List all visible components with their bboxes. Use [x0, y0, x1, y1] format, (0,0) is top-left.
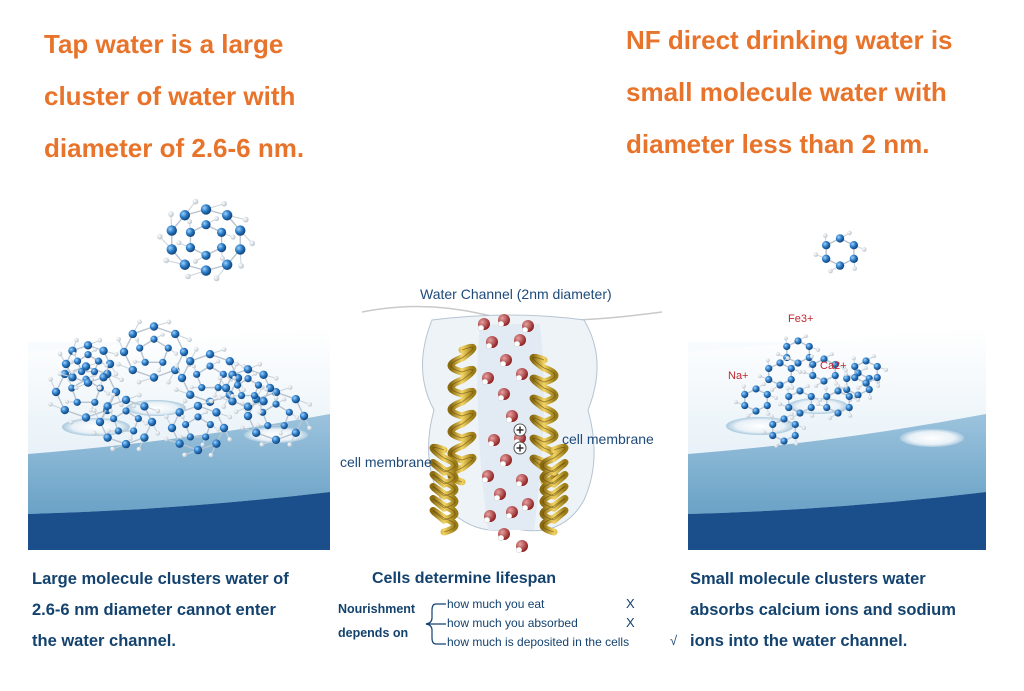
caption-nf-water-line-2: absorbs calcium ions and sodium — [690, 601, 956, 619]
helix-left-lower — [429, 443, 459, 536]
headline-tap-water-line-3: diameter of 2.6-6 nm. — [44, 133, 305, 163]
water-cluster-small-4 — [733, 382, 779, 418]
water-molecule — [515, 368, 528, 381]
water-molecule — [505, 506, 518, 519]
water-molecule — [497, 388, 510, 401]
water-molecule — [483, 510, 496, 523]
caption-tap-water-line-3: the water channel. — [32, 632, 176, 650]
nourishment-mark-eat: X — [626, 596, 635, 611]
positive-charge-icon — [513, 441, 527, 455]
water-channel-label: Water Channel (2nm diameter) — [420, 286, 612, 302]
caption-nf-water-line-3: ions into the water channel. — [690, 632, 908, 650]
water-cluster-inner-2 — [133, 332, 179, 373]
water-molecule — [521, 498, 534, 511]
nourishment-label-line-2: depends on — [338, 626, 409, 640]
water-molecule — [513, 334, 526, 348]
water-molecule — [477, 318, 490, 332]
water-molecule — [493, 488, 506, 501]
water-molecule — [515, 540, 528, 554]
headline-nf-water-line-3: diameter less than 2 nm. — [626, 129, 930, 159]
water-molecule — [515, 474, 528, 487]
ion-label-fe3: Fe3+ — [788, 313, 813, 325]
water-molecule — [505, 410, 518, 423]
water-molecule — [497, 528, 510, 541]
water-cluster-small-top — [813, 230, 867, 274]
caption-tap-water-line-2: 2.6-6 nm diameter cannot enter — [32, 601, 276, 619]
helix-left-upper — [447, 343, 477, 486]
nourishment-item-absorbed: how much you absorbed — [447, 616, 578, 630]
water-channel-illustration — [362, 305, 662, 554]
water-cluster-small-5 — [835, 366, 881, 402]
water-cluster-6 — [239, 385, 313, 447]
nourishment-item-eat: how much you eat — [447, 597, 545, 611]
caption-tap-water: Large molecule clusters water of 2.6-6 n… — [32, 564, 289, 657]
caption-lifespan: Cells determine lifespan — [372, 570, 557, 587]
water-cluster-small-6 — [777, 384, 823, 420]
headline-nf-water: NF direct drinking water is small molecu… — [626, 14, 953, 170]
nourishment-item-deposited: how much is deposited in the cells — [447, 635, 630, 649]
water-cluster-inner-8 — [70, 347, 109, 382]
water-molecule — [487, 434, 500, 447]
water-cluster-inner-7 — [230, 371, 269, 406]
water-cluster-small-2 — [757, 356, 803, 392]
ion-label-ca2: Ca2+ — [820, 360, 847, 372]
caption-nf-water-line-1: Small molecule clusters water — [690, 570, 926, 588]
water-cluster-inner-4 — [189, 359, 234, 398]
headline-tap-water-line-1: Tap water is a large — [44, 29, 284, 59]
water-cluster-large — [156, 198, 256, 282]
headline-tap-water-line-2: cluster of water with — [44, 81, 296, 111]
water-cluster-3 — [91, 392, 161, 452]
water-cluster-small-9 — [843, 354, 889, 390]
water-cluster-7 — [217, 361, 279, 415]
water-molecule — [499, 354, 512, 367]
cell-membrane-label-left: cell membrane — [340, 454, 432, 470]
cell-membrane-label-right: cell membrane — [562, 431, 654, 447]
water-molecule — [485, 336, 498, 350]
helix-right-lower — [539, 443, 569, 536]
caption-nf-water: Small molecule clusters water absorbs ca… — [690, 564, 956, 657]
headline-tap-water: Tap water is a large cluster of water wi… — [44, 18, 304, 174]
ion-label-na: Na+ — [728, 370, 749, 382]
water-cluster-5 — [163, 398, 233, 458]
tap-water-cluster-illustration — [28, 192, 330, 550]
water-molecule — [481, 470, 494, 483]
water-cluster-large-inner — [176, 216, 236, 264]
headline-nf-water-line-2: small molecule water with — [626, 77, 947, 107]
nourishment-mark-deposited: √ — [670, 633, 678, 648]
water-molecule — [497, 314, 510, 328]
caption-tap-water-line-1: Large molecule clusters water of — [32, 570, 289, 588]
water-molecule — [481, 372, 494, 385]
water-molecule — [499, 454, 512, 467]
water-cluster-inner-3 — [106, 404, 149, 441]
positive-charge-icon — [513, 423, 527, 437]
headline-nf-water-line-1: NF direct drinking water is — [626, 25, 953, 55]
nf-water-cluster-illustration: Fe3+ Na+ Ca2+ — [688, 192, 986, 550]
water-cluster-2 — [116, 319, 192, 385]
nourishment-label-line-1: Nourishment — [338, 602, 416, 616]
nourishment-mark-absorbed: X — [626, 615, 635, 630]
water-molecule — [521, 320, 534, 334]
water-cluster-inner-5 — [178, 410, 221, 447]
nourishment-brace — [425, 603, 446, 645]
water-cluster-small-8 — [761, 412, 807, 448]
water-cluster-small-7 — [815, 384, 861, 420]
water-cluster-small-3 — [801, 352, 847, 388]
